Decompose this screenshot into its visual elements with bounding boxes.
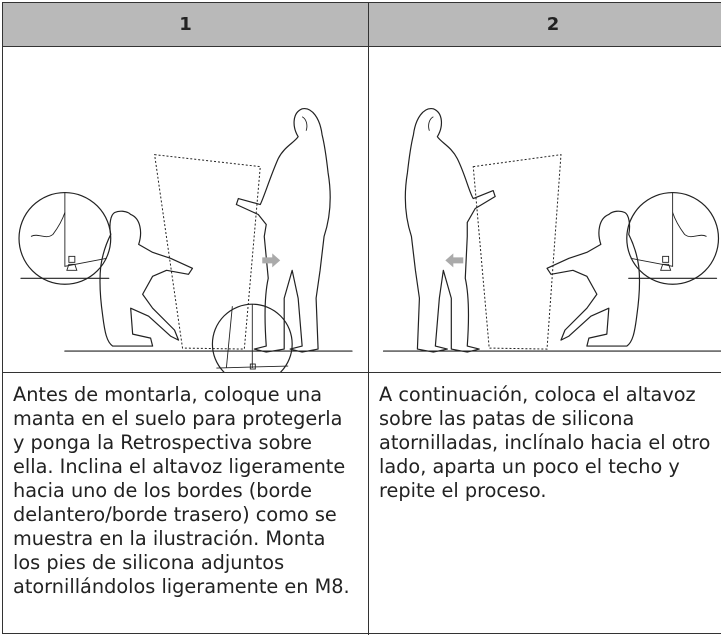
arrow-right-icon (262, 253, 281, 268)
speaker-panel (472, 154, 562, 350)
standing-person-face (301, 116, 308, 131)
standing-person (404, 108, 496, 353)
step-2-number: 2 (546, 14, 560, 35)
kneeling-person (99, 210, 194, 347)
kneeling-person (546, 210, 641, 347)
detail-bottom-content (216, 304, 289, 370)
standing-person (235, 108, 331, 353)
step-1-header: 1 (3, 3, 369, 47)
speaker-panel (154, 154, 261, 350)
step-2-illustration (369, 47, 721, 373)
standing-person-face (428, 116, 434, 131)
step-2-drawing (382, 108, 721, 353)
step-2-header: 2 (369, 3, 721, 47)
detail-right-content (628, 192, 718, 279)
step-2-text: A continuación, coloca el altavoz sobre … (379, 383, 711, 502)
step-1-illustration (3, 47, 369, 373)
step-1-number: 1 (179, 14, 192, 35)
step-1-text: Antes de montarla, coloque una manta en … (3, 373, 369, 635)
step-1-drawing (18, 108, 353, 372)
detail-left-content (20, 192, 110, 279)
arrow-left-icon (445, 253, 464, 268)
